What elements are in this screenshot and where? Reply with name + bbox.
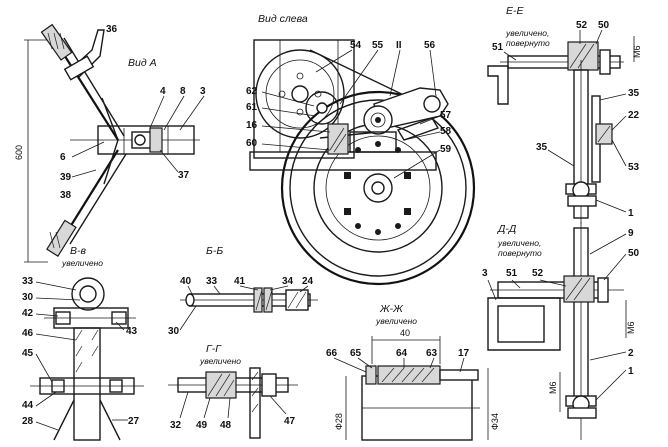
part-3-mid: 3	[482, 268, 488, 279]
section-v-v-title: В-в	[70, 245, 87, 257]
part-35-a: 35	[628, 88, 640, 99]
dim-600: 600	[14, 145, 24, 160]
part-1-bottom: 1	[628, 366, 634, 377]
section-v-v: В-в увеличено 33 30 42 43 46 45 44 28 27	[22, 245, 144, 441]
dim-m6-mid: М6	[626, 321, 636, 334]
dim-m6-top: М6	[632, 45, 642, 58]
part-53: 53	[628, 162, 640, 173]
part-33-mid: 33	[206, 276, 218, 287]
dim-phi34: Ф34	[490, 413, 500, 430]
section-zh-zh: Ж-Ж увеличено 40 Ф28 Ф34 66 65 64 63 17	[326, 303, 500, 441]
part-27: 27	[128, 416, 140, 427]
part-58: 58	[440, 126, 452, 137]
part-57: 57	[440, 110, 452, 121]
section-d-d-note2: повернуто	[498, 248, 542, 258]
part-43: 43	[126, 326, 138, 337]
part-48: 48	[220, 420, 232, 431]
part-51-top: 51	[492, 42, 504, 53]
part-40: 40	[180, 276, 192, 287]
part-3-top: 3	[200, 86, 206, 97]
dim-m6-bottom: М6	[548, 381, 558, 394]
part-37: 37	[178, 170, 190, 181]
section-zh-zh-note: увеличено	[375, 316, 417, 326]
part-41: 41	[234, 276, 246, 287]
part-8: 8	[180, 86, 186, 97]
part-50-top: 50	[598, 20, 610, 31]
part-9: 9	[628, 228, 634, 239]
part-28: 28	[22, 416, 34, 427]
section-e-e-note2: повернуто	[506, 38, 550, 48]
part-39: 39	[60, 172, 72, 183]
section-g-g: Г-Г увеличено 32 49 48 47	[168, 343, 298, 439]
part-45: 45	[22, 348, 34, 359]
section-d-d: Д-Д увеличено, повернуто М6 М6 9 50 3 51…	[482, 222, 640, 440]
part-6: 6	[60, 152, 66, 163]
part-56: 56	[424, 40, 436, 51]
section-d-d-title: Д-Д	[497, 223, 517, 235]
part-36: 36	[106, 24, 118, 35]
section-b-b-title: Б-Б	[206, 245, 223, 257]
part-16: 16	[246, 120, 258, 131]
part-51-mid: 51	[506, 268, 518, 279]
part-50-mid: 50	[628, 248, 640, 259]
part-42: 42	[22, 308, 34, 319]
part-60: 60	[246, 138, 258, 149]
part-61: 61	[246, 102, 258, 113]
part-17: 17	[458, 348, 470, 359]
section-e-e-note1: увеличено,	[505, 28, 549, 38]
part-38: 38	[60, 190, 72, 201]
part-4: 4	[160, 86, 166, 97]
part-34: 34	[282, 276, 294, 287]
section-g-g-title: Г-Г	[206, 343, 222, 355]
part-32: 32	[170, 420, 182, 431]
section-b-b: Б-Б 40 33 41 34 24 30	[168, 245, 318, 337]
part-33-left: 33	[22, 276, 34, 287]
part-2: 2	[628, 348, 634, 359]
part-49: 49	[196, 420, 208, 431]
section-e-e-title: Е-Е	[506, 5, 525, 17]
part-59: 59	[440, 144, 452, 155]
part-47: 47	[284, 416, 296, 427]
part-65: 65	[350, 348, 362, 359]
part-52-mid: 52	[532, 268, 544, 279]
part-24: 24	[302, 276, 314, 287]
view-a: 600 Вид А 36 4 8 3 6 39 37 38	[14, 23, 206, 263]
part-63: 63	[426, 348, 438, 359]
part-54: 54	[350, 40, 362, 51]
view-a-title: Вид А	[128, 57, 157, 69]
part-1-top: 1	[628, 208, 634, 219]
section-e-e: Е-Е увеличено, повернуто М6 52 50 51 35 …	[487, 5, 642, 224]
part-66: 66	[326, 348, 338, 359]
section-zh-zh-title: Ж-Ж	[379, 303, 404, 315]
view-left: Вид слева	[246, 13, 476, 286]
part-44: 44	[22, 400, 34, 411]
dim-40: 40	[400, 328, 410, 338]
part-30-left: 30	[22, 292, 34, 303]
section-d-d-note1: увеличено,	[497, 238, 541, 248]
part-30-mid: 30	[168, 326, 180, 337]
part-46: 46	[22, 328, 34, 339]
dim-phi28: Ф28	[334, 413, 344, 430]
section-v-v-note: увеличено	[61, 258, 103, 268]
section-g-g-note: увеличено	[199, 356, 241, 366]
part-64: 64	[396, 348, 408, 359]
part-II: II	[396, 40, 402, 51]
part-62: 62	[246, 86, 258, 97]
part-35-b: 35	[536, 142, 548, 153]
part-55: 55	[372, 40, 384, 51]
view-left-title: Вид слева	[258, 13, 308, 25]
part-52-top: 52	[576, 20, 588, 31]
part-22: 22	[628, 110, 640, 121]
